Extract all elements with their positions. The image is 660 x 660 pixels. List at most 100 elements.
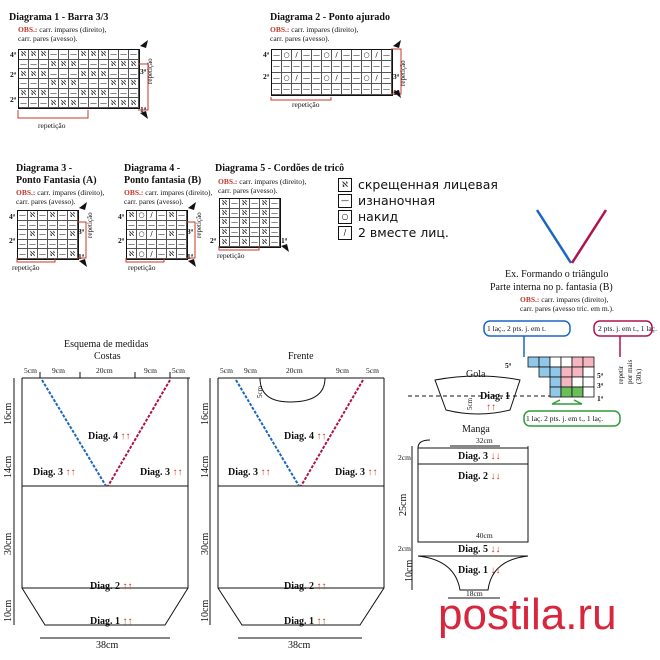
stitch-cell: ℵ [240,199,250,209]
stitch-cell: ℵ [49,59,59,70]
diagram-3-title-1: Diagrama 3 - [16,163,73,174]
stitch-cell: — [282,61,292,73]
frente-diag-4: Diag. 4 ↑↑ [284,431,327,442]
triangle-obs: OBS.: carr. impares (direito), [520,295,609,304]
stitch-cell: — [18,211,28,221]
diagram-5-repeat: repetição [217,251,245,260]
frente-h30: 30cm [200,532,211,555]
costas-m5b: 5cm [172,366,185,375]
stitch-cell: — [282,83,292,95]
stitch-cell: — [109,69,119,79]
diagram-5-title: Diagrama 5 - Cordões de tricô [215,163,345,174]
stitch-cell: — [69,88,79,99]
stitch-cell: — [39,79,49,89]
stitch-cell: ℵ [48,211,58,221]
costas-m9a: 9cm [52,366,65,375]
stitch-cell: — [59,69,69,79]
stitch-cell: ℵ [99,69,109,79]
stitch-cell: ℵ [127,230,137,240]
legend-label: 2 вместе лиц. [358,225,449,240]
triangle-row-5b: 5ª [597,371,603,380]
stitch-cell: — [29,98,39,108]
costas-diag-4: Diag. 4 ↑↑ [88,431,131,442]
stitch-cell: ℵ [28,230,38,240]
diagram-4-repeat: repetição [128,263,156,272]
stitch-cell: — [332,61,342,73]
stitch-cell: — [342,61,352,73]
stitch-cell: ∕ [332,72,342,84]
stitch-cell: ℵ [39,88,49,99]
stitch-cell: — [28,220,38,231]
stitch-cell: — [250,237,260,247]
stitch-cell: — [270,237,280,247]
stitch-cell: — [28,239,38,250]
stitch-cell: ∕ [147,230,157,240]
stitch-cell: — [38,220,48,231]
frente-diag-2: Diag. 2 ↑↑ [284,581,327,592]
stitch-cell: — [372,61,382,73]
diagram-3-row-3: 3ª [78,227,84,236]
stitch-cell: ℵ [220,227,230,238]
manga-diag-2: Diag. 2 ↓↓ [458,471,501,482]
stitch-cell: — [302,61,312,73]
stitch-cell: — [58,239,68,250]
stitch-cell: ℵ [89,50,99,60]
stitch-cell: — [39,98,49,108]
stitch-cell: — [272,50,282,62]
diagram-4-row-2: 2ª [118,236,124,245]
manga-h2b: 2cm [398,544,411,553]
manga-h10: 10cm [404,559,415,582]
stitch-cell: — [89,98,99,108]
diagram-4-row-1: 1ª [187,252,193,261]
stitch-cell: — [58,249,68,259]
stitch-cell: ℵ [240,218,250,228]
diagram-1-row-2b: 2ª [10,95,16,104]
stitch-cell: ℵ [79,50,89,60]
stitch-cell: ○ [137,230,147,240]
stitch-cell: — [49,88,59,99]
stitch-cell: — [342,72,352,84]
stitch-cell: — [29,59,39,70]
stitch-cell: ℵ [220,199,230,209]
stitch-cell: — [99,98,109,108]
stitch-cell: — [230,208,240,219]
stitch-cell: — [302,72,312,84]
diagram-4-row-4: 4ª [118,212,124,221]
diagram-1-obs-2: carr. pares (avesso). [18,34,78,43]
legend-label: изнаночная [358,193,436,208]
diagram-4-obs-2: carr. pares (avesso). [124,197,184,206]
stitch-cell: — [38,249,48,259]
stitch-cell: — [270,227,280,238]
stitch-cell: — [109,50,119,60]
frente-diag-3-left: Diag. 3 ↑↑ [228,467,271,478]
stitch-cell: ○ [282,72,292,84]
stitch-cell: — [99,79,109,89]
costas-width: 38cm [96,640,119,651]
diagram-3-row-1: 1ª [78,252,84,261]
stitch-cell: ℵ [109,98,119,108]
stitch-cell: ∕ [372,50,382,62]
stitch-cell: ℵ [119,59,129,70]
stitch-cell: — [292,61,302,73]
frente-h10: 10cm [200,599,211,622]
stitch-cell: ℵ [99,50,109,60]
legend-item: — изнаночная [338,193,435,208]
stitch-cell: — [270,218,280,228]
frente-m5a: 5cm [220,366,233,375]
stitch-cell: — [119,50,129,60]
stitch-cell: — [18,220,28,231]
costas-h30: 30cm [3,532,14,555]
stitch-cell: — [352,50,362,62]
stitch-cell: — [230,199,240,209]
triangle-row-3: 3ª [597,381,603,390]
triangle-title-2: Parte interna no p. fantasia (B) [490,282,613,293]
stitch-cell: — [230,227,240,238]
costas-diag-1: Diag. 1 ↑↑ [90,616,133,627]
stitch-cell: ℵ [119,79,129,89]
stitch-cell: — [230,218,240,228]
stitch-cell: — [69,69,79,79]
stitch-cell: ℵ [29,88,39,99]
stitch-cell: — [177,211,187,221]
stitch-cell: — [342,50,352,62]
diagram-2-obs: OBS.: carr. impares (direito), [270,25,359,34]
